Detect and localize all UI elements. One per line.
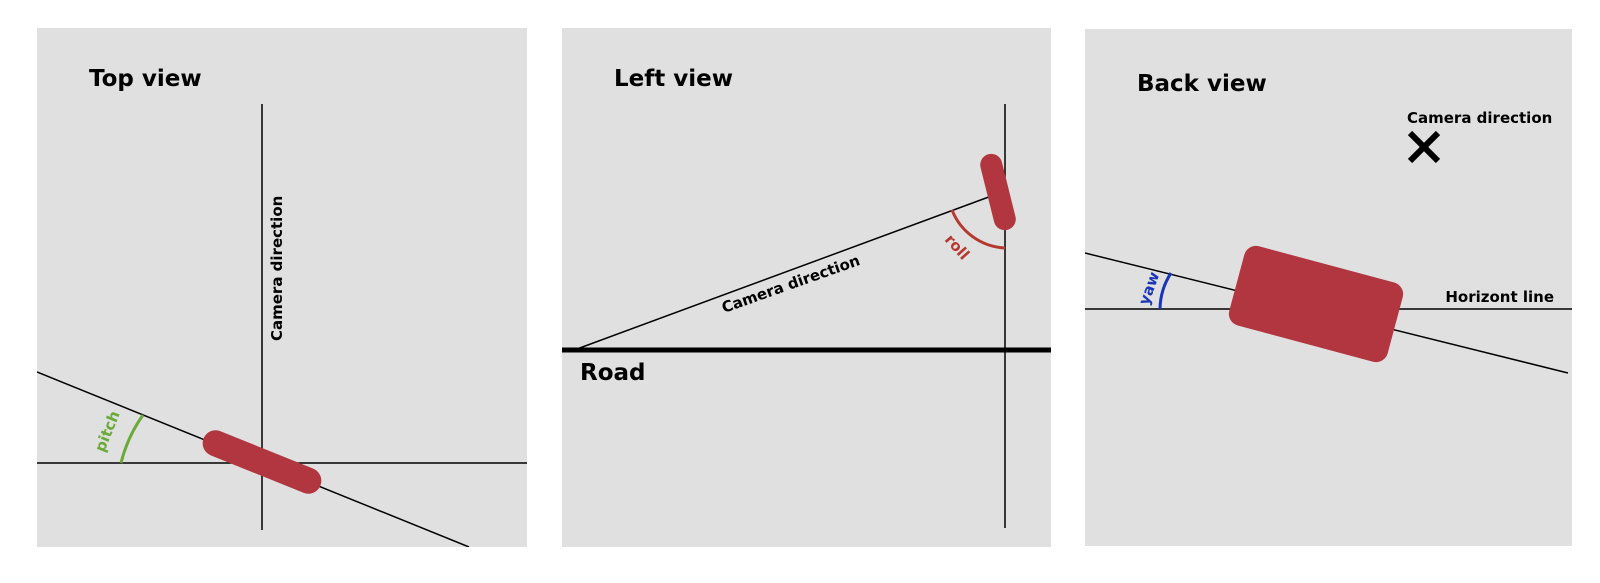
left-view-camera-direction-line: [576, 190, 1006, 350]
pitch-angle-arc: [119, 414, 145, 464]
roll-angle-arc: [950, 209, 1006, 250]
back-view-camera-direction-label: Camera direction: [1407, 109, 1552, 127]
top-view-camera-direction-label: Camera direction: [268, 196, 286, 341]
back-view-camera-body: [1228, 245, 1404, 363]
top-view-camera-body: [202, 430, 322, 494]
back-view-title: Back view: [1137, 71, 1267, 97]
left-view-title: Left view: [614, 66, 733, 92]
back-view: Back view Camera direction yaw Horizont …: [1085, 71, 1572, 374]
top-view-title: Top view: [89, 66, 202, 92]
camera-direction-into-page-icon: [1407, 130, 1441, 164]
roll-angle-label: roll: [941, 231, 973, 264]
left-view: Left view roll Camera direction Road: [562, 66, 1051, 528]
left-view-camera-body: [980, 153, 1016, 231]
pitch-angle-label: pitch: [91, 408, 124, 454]
left-view-camera-direction-label: Camera direction: [719, 251, 862, 316]
yaw-angle-arc: [1158, 272, 1173, 310]
horizon-line-label: Horizont line: [1445, 288, 1554, 306]
top-view: Top view pitch Camera direction: [37, 66, 527, 547]
road-label: Road: [580, 360, 646, 386]
left-view-panel: [562, 28, 1051, 547]
